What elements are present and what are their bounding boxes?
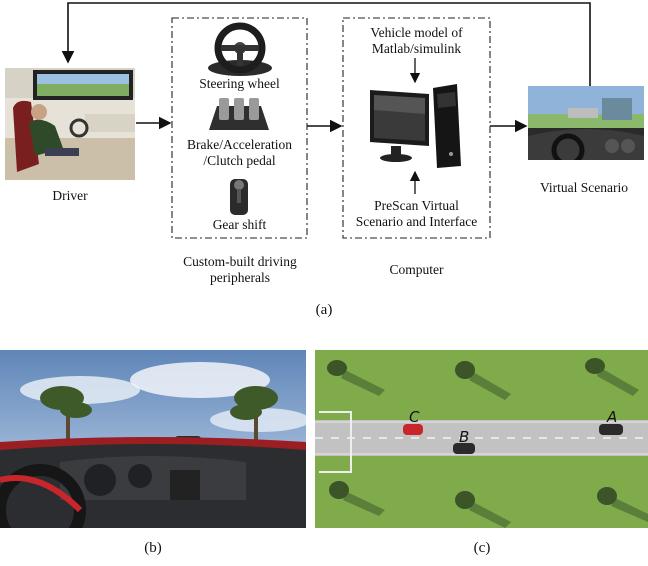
- computer-caption: Computer: [389, 262, 444, 277]
- computer-icon: [370, 84, 461, 168]
- prescan-label-1: PreScan Virtual: [374, 198, 459, 213]
- gear-label: Gear shift: [212, 217, 267, 232]
- tree-left: [40, 386, 92, 448]
- peripherals-caption-2: peripherals: [210, 270, 270, 285]
- steering-label: Steering wheel: [199, 76, 280, 91]
- peripherals-caption-1: Custom-built driving: [183, 254, 297, 269]
- peripherals-box: [171, 17, 308, 239]
- driver-photo: [5, 68, 135, 180]
- vehicle-model-label-1: Vehicle model of: [370, 25, 463, 40]
- pedal-label-2: /Clutch pedal: [203, 153, 276, 168]
- car-b: [453, 443, 475, 454]
- car-a-label: A: [606, 408, 617, 426]
- car-b-label: B: [459, 428, 469, 446]
- panel-b-label: (b): [144, 540, 162, 556]
- virtual-scenario-label: Virtual Scenario: [539, 180, 629, 195]
- steering-wheel-icon: [208, 22, 272, 76]
- tree-right: [230, 386, 278, 448]
- road-topview-image: C B A: [315, 350, 648, 528]
- car-c-label: C: [409, 408, 420, 426]
- prescan-label-2: Scenario and Interface: [355, 214, 478, 229]
- panel-a-label: (a): [315, 302, 333, 318]
- panel-c-label: (c): [473, 540, 491, 556]
- pedal-label-1: Brake/Acceleration: [187, 137, 292, 152]
- computer-box: [342, 17, 491, 239]
- diagram-connectors: [61, 2, 591, 239]
- gear-shift-icon: [230, 179, 248, 215]
- virtual-scenario-photo: [528, 86, 644, 160]
- car-c: [403, 424, 423, 435]
- driver-view-image: [0, 350, 306, 528]
- car-a: [599, 424, 623, 435]
- driver-label: Driver: [52, 188, 88, 203]
- feedback-arrow: [61, 2, 591, 86]
- pedals-icon: [209, 98, 269, 130]
- vehicle-model-label-2: Matlab/simulink: [371, 41, 462, 56]
